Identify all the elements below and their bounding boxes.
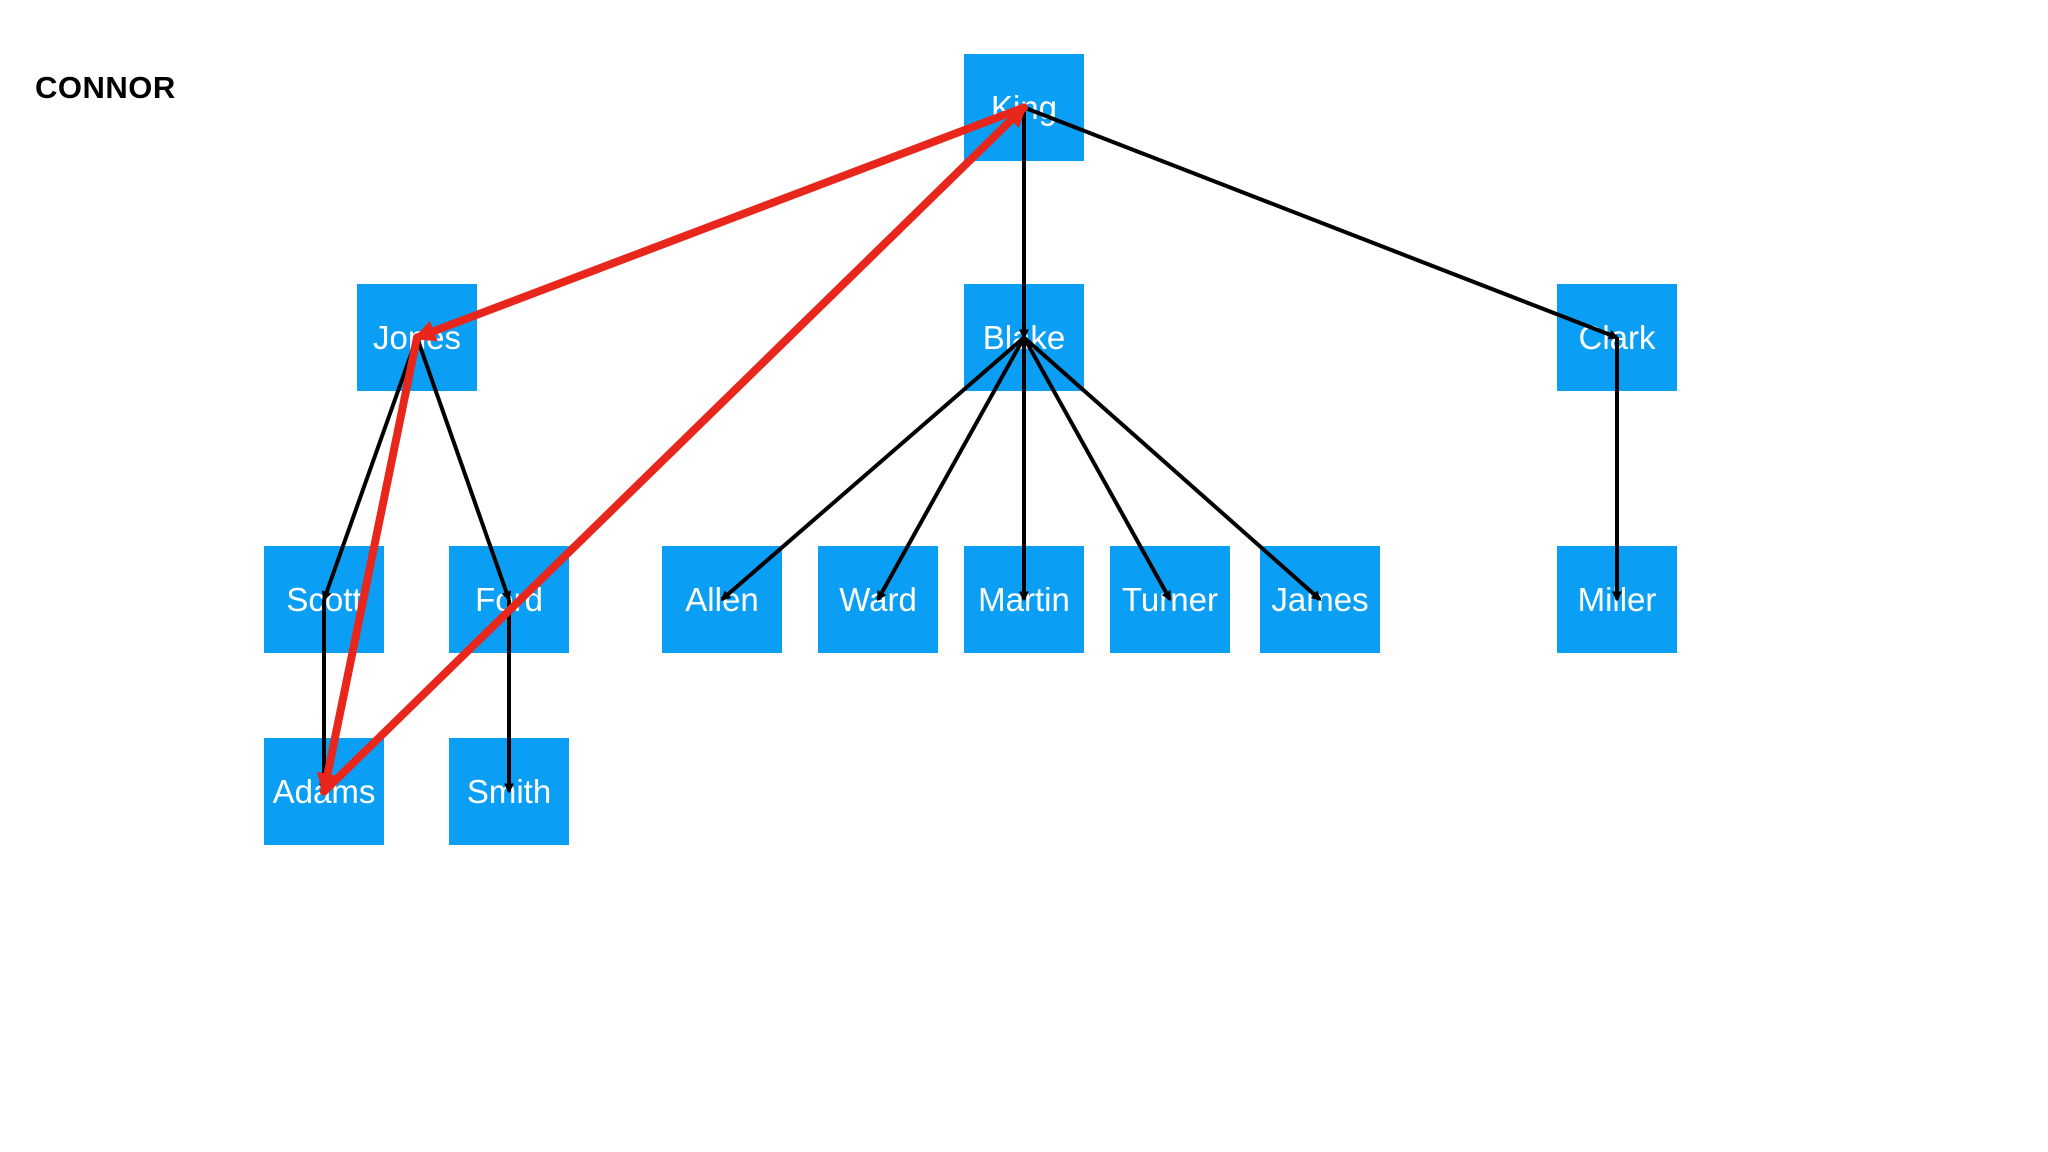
node-martin: Martin: [964, 546, 1084, 653]
node-clark: Clark: [1557, 284, 1677, 391]
highlight-edge-king-to-jones: [413, 103, 1028, 342]
edge-king-to-clark: [1023, 105, 1619, 340]
node-miller: Miller: [1557, 546, 1677, 653]
node-smith: Smith: [449, 738, 569, 845]
node-jones: Jones: [357, 284, 477, 391]
node-adams: Adams: [264, 738, 384, 845]
node-scott: Scott: [264, 546, 384, 653]
node-ford: Ford: [449, 546, 569, 653]
node-blake: Blake: [964, 284, 1084, 391]
node-turner: Turner: [1110, 546, 1230, 653]
node-james: James: [1260, 546, 1380, 653]
highlight-edge-adams-to-king: [320, 103, 1028, 796]
node-king: King: [964, 54, 1084, 161]
node-allen: Allen: [662, 546, 782, 653]
node-ward: Ward: [818, 546, 938, 653]
slide-title: CONNOR: [35, 70, 176, 105]
